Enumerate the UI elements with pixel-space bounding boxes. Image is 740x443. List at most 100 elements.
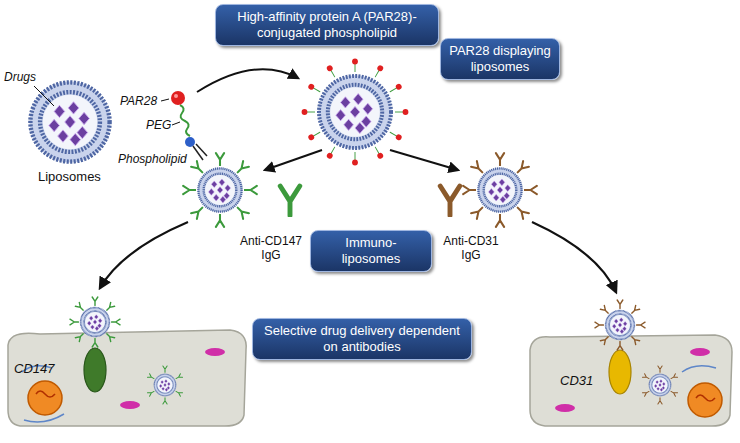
illustration-part: [84, 348, 106, 392]
part-label: Liposomes: [38, 170, 101, 184]
illustration-part: [670, 390, 678, 397]
illustration-part: [352, 59, 358, 72]
immuno-liposome-cd147: [183, 153, 257, 227]
illustration-part: [185, 137, 195, 147]
illustration-part: [172, 122, 180, 125]
illustration-part: [630, 335, 640, 345]
illustration-part: [682, 366, 716, 372]
illustration-part: [205, 348, 225, 356]
illustration-part: [245, 186, 257, 194]
illustration-part: [496, 215, 504, 227]
illustration-part: [630, 305, 640, 315]
illustration-part: [191, 161, 205, 175]
illustration-part: [36, 391, 55, 397]
par28-liposome: [302, 59, 409, 166]
process-box: High-affinity protein A (PAR28)-conjugat…: [215, 4, 439, 46]
illustration-part: [75, 332, 85, 342]
box-text: PAR28 displaying liposomes: [449, 43, 551, 75]
illustration-part: [191, 204, 205, 218]
illustration-part: [658, 398, 662, 404]
anti-cd147-igg: [280, 186, 300, 215]
illustration-part: [92, 297, 98, 305]
illustration-part: [463, 186, 475, 194]
illustration-part: [147, 390, 155, 397]
illustration-part: [154, 374, 176, 396]
illustration-part: [198, 168, 242, 212]
illustration-part: [75, 302, 85, 312]
illustration-part: [605, 310, 634, 339]
illustration-part: [8, 330, 246, 426]
illustration-part: [163, 366, 167, 372]
part-label: PEG: [146, 118, 171, 132]
illustration-part: [326, 64, 338, 79]
illustration-part: [161, 99, 169, 101]
illustration-part: [196, 144, 207, 156]
illustration-part: [478, 168, 522, 212]
cell-right: [530, 335, 732, 426]
arrow: [265, 150, 322, 170]
illustration-part: [105, 332, 115, 342]
part-label: Phospholipid: [118, 152, 187, 166]
illustration-part: [617, 300, 623, 308]
process-box: Immuno-liposomes: [310, 230, 432, 272]
illustration-part: [496, 153, 504, 165]
process-box: Selective drug delivery dependent on ant…: [252, 318, 472, 360]
illustration-part: [514, 204, 528, 218]
illustration-part: [307, 129, 322, 141]
illustration-part: [388, 83, 403, 95]
illustration-part: [690, 348, 710, 356]
illustration-part: [28, 381, 62, 415]
illustration-part: [234, 161, 248, 175]
illustration-part: [595, 322, 603, 328]
illustration-part: [555, 404, 575, 412]
illustration-part: [171, 91, 185, 105]
illustration-part: [147, 374, 155, 381]
illustration-part: [318, 75, 392, 149]
box-text: Immuno-liposomes: [319, 235, 423, 267]
illustration-part: [471, 204, 485, 218]
immuno-liposome-cd31: [463, 153, 537, 227]
illustration-part: [617, 342, 623, 350]
illustration-part: [112, 319, 120, 325]
box-text: Selective drug delivery dependent on ant…: [261, 323, 463, 355]
illustration-part: [183, 186, 195, 194]
illustration-part: [642, 390, 650, 397]
illustration-part: [234, 204, 248, 218]
part-label: Anti-CD31 IgG: [434, 234, 508, 262]
illustration-part: [216, 153, 224, 165]
illustration-part: [175, 374, 183, 381]
illustration-part: [372, 145, 384, 160]
arrow: [197, 69, 298, 92]
illustration-part: [642, 374, 650, 381]
illustration-part: [649, 374, 671, 396]
illustration-part: [70, 319, 78, 325]
illustration-part: [637, 322, 645, 328]
illustration-part: [688, 383, 722, 417]
illustration-part: [80, 307, 109, 336]
illustration-part: [471, 161, 485, 175]
illustration-part: [175, 390, 183, 397]
illustration-part: [163, 398, 167, 404]
illustration-part: [658, 366, 662, 372]
illustration-part: [600, 305, 610, 315]
anti-cd31-igg: [440, 186, 460, 215]
illustration-part: [600, 335, 610, 345]
illustration-part: [514, 161, 528, 175]
illustration-part: [216, 215, 224, 227]
arrow: [532, 222, 616, 292]
illustration-part: [696, 395, 715, 401]
illustration-part: [174, 94, 178, 98]
illustration-part: [180, 105, 190, 136]
leader-line: [34, 86, 54, 106]
illustration-part: [193, 146, 203, 160]
bound-liposome-right: [595, 300, 678, 404]
part-label: CD31: [560, 374, 593, 388]
arrow: [100, 222, 188, 288]
part-label: Anti-CD147 IgG: [234, 234, 308, 262]
liposome: [30, 82, 111, 163]
illustration-part: [307, 83, 322, 95]
bound-liposome-left: [70, 297, 183, 404]
part-label: PAR28: [120, 94, 157, 108]
illustration-part: [530, 335, 732, 426]
